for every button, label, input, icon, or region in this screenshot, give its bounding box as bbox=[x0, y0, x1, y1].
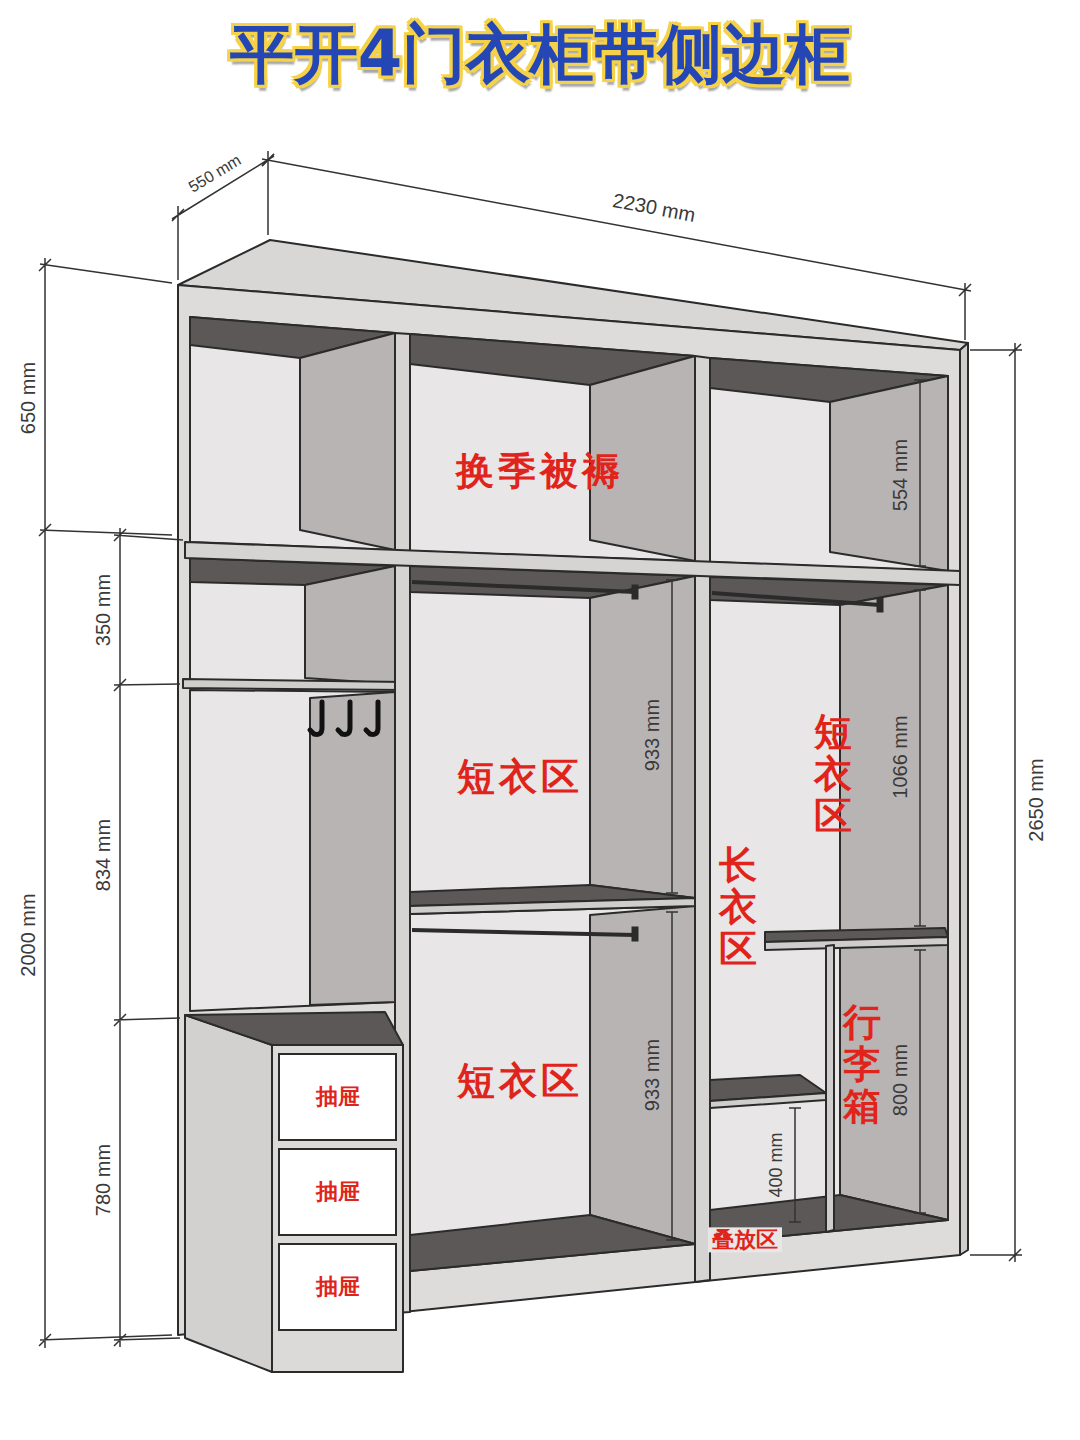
rod-cap bbox=[877, 598, 883, 612]
drawer-top bbox=[185, 1012, 403, 1045]
shelf bbox=[410, 898, 695, 914]
hanging-rod bbox=[712, 593, 880, 605]
hanging-rods bbox=[412, 582, 883, 941]
drawer-side bbox=[185, 1015, 272, 1372]
zone-label: 长衣区 bbox=[719, 845, 757, 970]
drawer-front: 抽屉 bbox=[278, 1148, 397, 1236]
drawer-unit bbox=[185, 1012, 403, 1372]
zone-label: 短衣区 bbox=[814, 712, 852, 837]
dimension-label: 554 mm bbox=[889, 439, 912, 511]
drawer-label: 抽屉 bbox=[316, 1082, 360, 1112]
dimension-label: 933 mm bbox=[641, 699, 664, 771]
dimension-label: 400 mm bbox=[766, 1132, 787, 1197]
dimension-label: 800 mm bbox=[889, 1044, 912, 1116]
page-title: 平开4门衣柜带侧边柜 bbox=[0, 14, 1080, 94]
dimension-label: 2230 mm bbox=[611, 189, 697, 227]
drawer-label: 抽屉 bbox=[316, 1272, 360, 1302]
coat-hooks bbox=[310, 702, 378, 734]
zone-label: 短衣区 bbox=[457, 756, 583, 800]
dimension-label: 780 mm bbox=[92, 1144, 115, 1216]
horizontal-panel bbox=[185, 542, 960, 585]
dimension-line bbox=[114, 528, 183, 1347]
dimension-lines bbox=[39, 151, 1022, 1348]
compartment bbox=[190, 558, 395, 684]
dimension-line bbox=[666, 580, 678, 893]
divider bbox=[826, 945, 834, 1232]
hook bbox=[338, 702, 350, 734]
dimension-line bbox=[970, 343, 1022, 1262]
compartment-wall bbox=[840, 585, 948, 1220]
hanging-rod bbox=[412, 930, 635, 935]
shelf bbox=[710, 1093, 826, 1108]
shelf bbox=[183, 679, 405, 690]
compartment bbox=[410, 566, 695, 906]
hook bbox=[310, 702, 322, 734]
dimension-line bbox=[39, 258, 172, 1348]
drawer-front: 抽屉 bbox=[278, 1053, 397, 1141]
compartment-wall bbox=[305, 566, 395, 684]
dimension-line bbox=[914, 950, 926, 1213]
compartment bbox=[710, 358, 948, 571]
dimension-label: 834 mm bbox=[92, 819, 115, 891]
dimension-label: 650 mm bbox=[17, 362, 40, 434]
dimension-label: 933 mm bbox=[641, 1039, 664, 1111]
front-frame bbox=[178, 285, 960, 1335]
dimension-label: 2650 mm bbox=[1025, 758, 1048, 841]
compartment-wall bbox=[300, 333, 395, 550]
compartment bbox=[410, 334, 695, 561]
zone-label: 换季被褥 bbox=[456, 450, 624, 494]
zone-label: 短衣区 bbox=[457, 1060, 583, 1104]
compartment-wall bbox=[590, 576, 695, 898]
dimension-line bbox=[262, 154, 971, 340]
compartment bbox=[190, 690, 395, 1011]
dimension-label: 550 mm bbox=[185, 151, 244, 197]
rod-cap bbox=[632, 927, 638, 941]
compartment bbox=[410, 906, 695, 1271]
drawer-label: 抽屉 bbox=[316, 1177, 360, 1207]
zone-label: 行李箱 bbox=[843, 1002, 881, 1127]
dimension-line bbox=[914, 380, 926, 566]
wardrobe-body bbox=[178, 240, 968, 1335]
compartment bbox=[710, 577, 948, 1243]
side-panel bbox=[960, 343, 968, 1255]
dimension-line bbox=[172, 151, 274, 280]
compartment-wall bbox=[590, 906, 695, 1244]
hook bbox=[366, 702, 378, 734]
compartment-wall bbox=[310, 692, 395, 1005]
dimension-label: 2000 mm bbox=[17, 893, 40, 976]
drawer-front bbox=[272, 1045, 403, 1372]
zone-label: 叠放区 bbox=[708, 1227, 782, 1252]
divider bbox=[695, 356, 710, 1282]
compartment-floor bbox=[410, 1215, 695, 1271]
dimension-label: 350 mm bbox=[92, 574, 115, 646]
compartment bbox=[190, 317, 395, 550]
dimension-line bbox=[666, 912, 678, 1240]
dimension-line bbox=[914, 590, 926, 926]
compartment-wall bbox=[830, 376, 948, 571]
dimension-line bbox=[789, 1108, 801, 1222]
shelf bbox=[765, 937, 948, 950]
drawer-front: 抽屉 bbox=[278, 1243, 397, 1331]
rod-cap bbox=[632, 585, 638, 599]
dimension-label: 1066 mm bbox=[889, 715, 912, 798]
hanging-rod bbox=[412, 582, 635, 592]
